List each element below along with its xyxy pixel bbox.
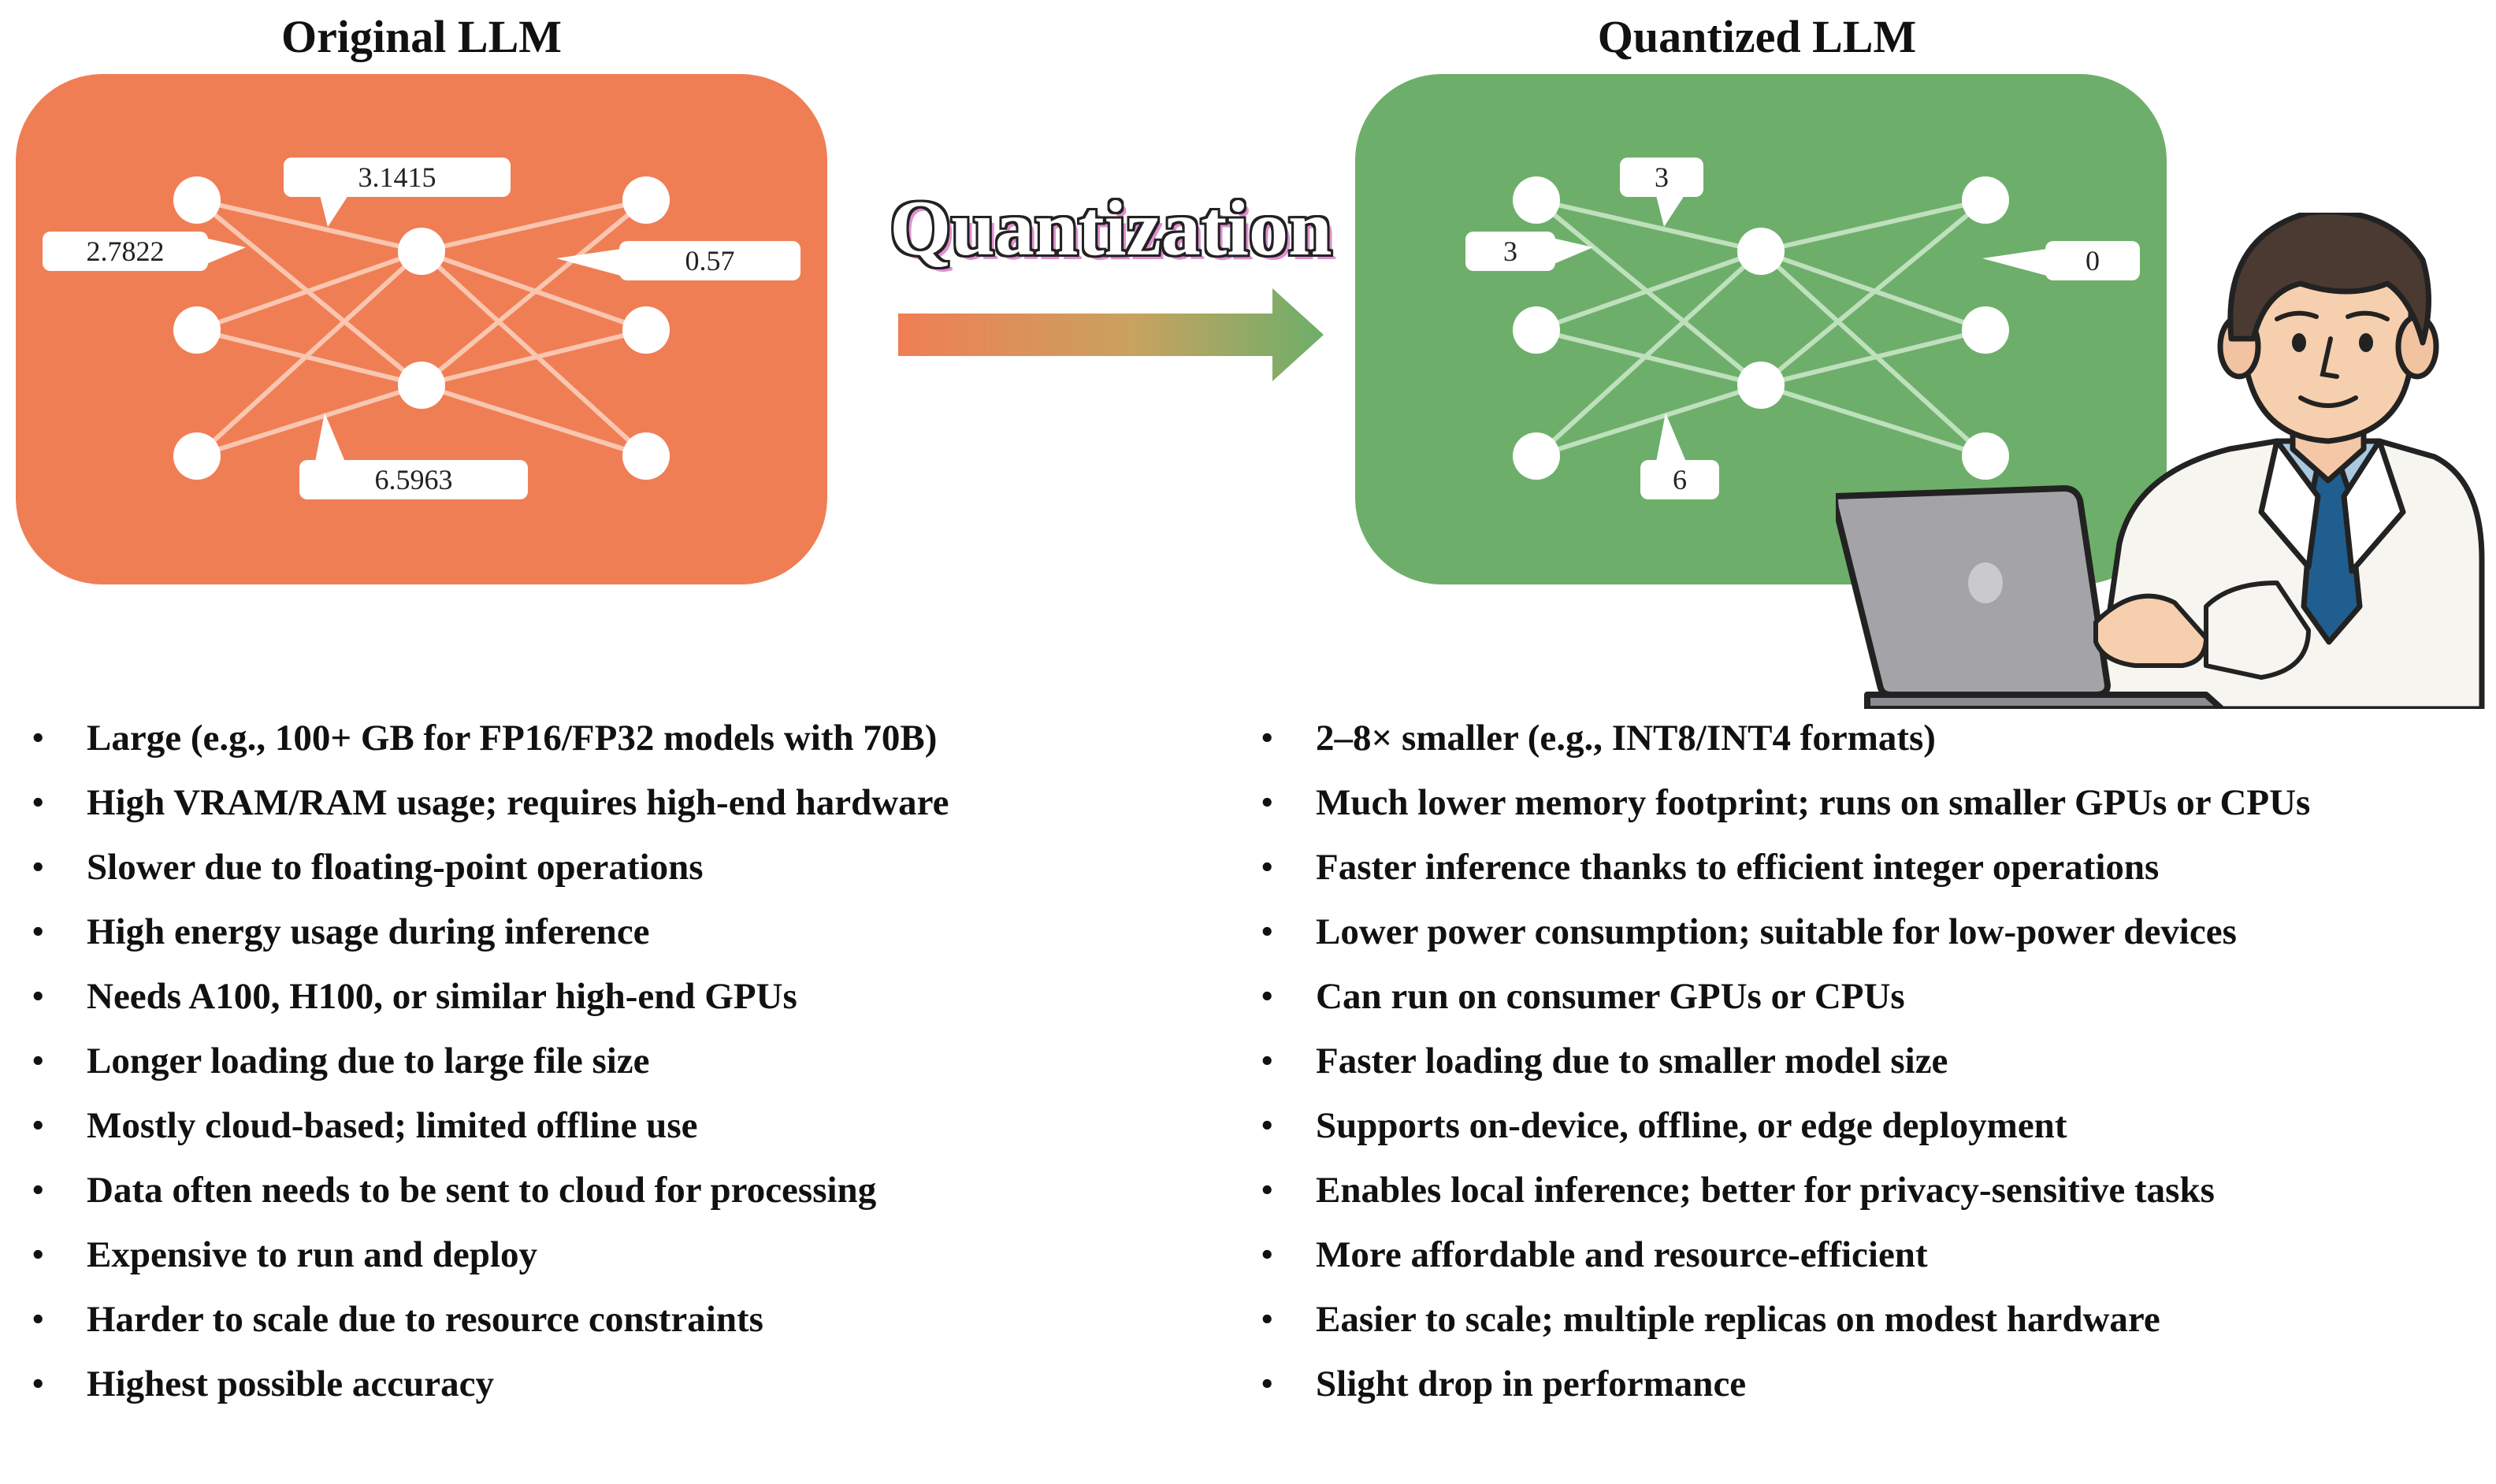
right-arrow-icon (898, 288, 1324, 381)
hidden-node (398, 362, 445, 409)
list-item: Faster loading due to smaller model size (1261, 1029, 2490, 1093)
quantized-llm-feature-list: 2–8× smaller (e.g., INT8/INT4 formats) M… (1261, 706, 2490, 1416)
weight-callout: 3 (1465, 232, 1593, 271)
input-node (1513, 176, 1560, 224)
scientist-with-laptop-icon (1836, 213, 2485, 709)
input-node (173, 176, 221, 224)
weight-callout: 3.1415 (284, 158, 511, 227)
output-node (622, 306, 670, 354)
list-item: Expensive to run and deploy (32, 1222, 1213, 1287)
list-item: High energy usage during inference (32, 900, 1213, 964)
original-llm-feature-list: Large (e.g., 100+ GB for FP16/FP32 model… (32, 706, 1213, 1416)
weight-callout: 0 (1982, 241, 2140, 280)
list-item: Slower due to floating-point operations (32, 835, 1213, 900)
list-item: More affordable and resource-efficient (1261, 1222, 2490, 1287)
original-llm-panel: 3.1415 2.7822 0.57 6.5963 (16, 74, 827, 584)
list-item: Can run on consumer GPUs or CPUs (1261, 964, 2490, 1029)
original-llm-title: Original LLM (280, 11, 563, 62)
quantization-label: Quantization (890, 184, 1332, 272)
input-node (173, 432, 221, 480)
neural-network-icon (173, 176, 670, 480)
weight-callout: 6 (1640, 413, 1719, 499)
weight-callout: 2.7822 (43, 232, 246, 271)
input-node (1513, 432, 1560, 480)
input-node (173, 306, 221, 354)
hidden-node (398, 228, 445, 275)
output-node (1962, 176, 2009, 224)
list-item: Mostly cloud-based; limited offline use (32, 1093, 1213, 1158)
list-item: Easier to scale; multiple replicas on mo… (1261, 1287, 2490, 1352)
output-node (622, 432, 670, 480)
input-node (1513, 306, 1560, 354)
list-item: Needs A100, H100, or similar high-end GP… (32, 964, 1213, 1029)
output-node (622, 176, 670, 224)
list-item: Slight drop in performance (1261, 1352, 2490, 1416)
list-item: Enables local inference; better for priv… (1261, 1158, 2490, 1222)
hidden-node (1737, 362, 1785, 409)
list-item: 2–8× smaller (e.g., INT8/INT4 formats) (1261, 706, 2490, 770)
list-item: Harder to scale due to resource constrai… (32, 1287, 1213, 1352)
list-item: Faster inference thanks to efficient int… (1261, 835, 2490, 900)
list-item: Longer loading due to large file size (32, 1029, 1213, 1093)
weight-callout: 6.5963 (299, 413, 528, 499)
neural-network-icon (1513, 176, 2009, 480)
list-item: High VRAM/RAM usage; requires high-end h… (32, 770, 1213, 835)
list-item: Lower power consumption; suitable for lo… (1261, 900, 2490, 964)
output-node (1962, 306, 2009, 354)
list-item: Supports on-device, offline, or edge dep… (1261, 1093, 2490, 1158)
list-item: Large (e.g., 100+ GB for FP16/FP32 model… (32, 706, 1213, 770)
weight-callout: 3 (1620, 158, 1703, 227)
list-item: Data often needs to be sent to cloud for… (32, 1158, 1213, 1222)
quantized-llm-title: Quantized LLM (1597, 11, 1917, 62)
list-item: Much lower memory footprint; runs on sma… (1261, 770, 2490, 835)
weight-callout: 0.57 (556, 241, 800, 280)
list-item: Highest possible accuracy (32, 1352, 1213, 1416)
output-node (1962, 432, 2009, 480)
hidden-node (1737, 228, 1785, 275)
